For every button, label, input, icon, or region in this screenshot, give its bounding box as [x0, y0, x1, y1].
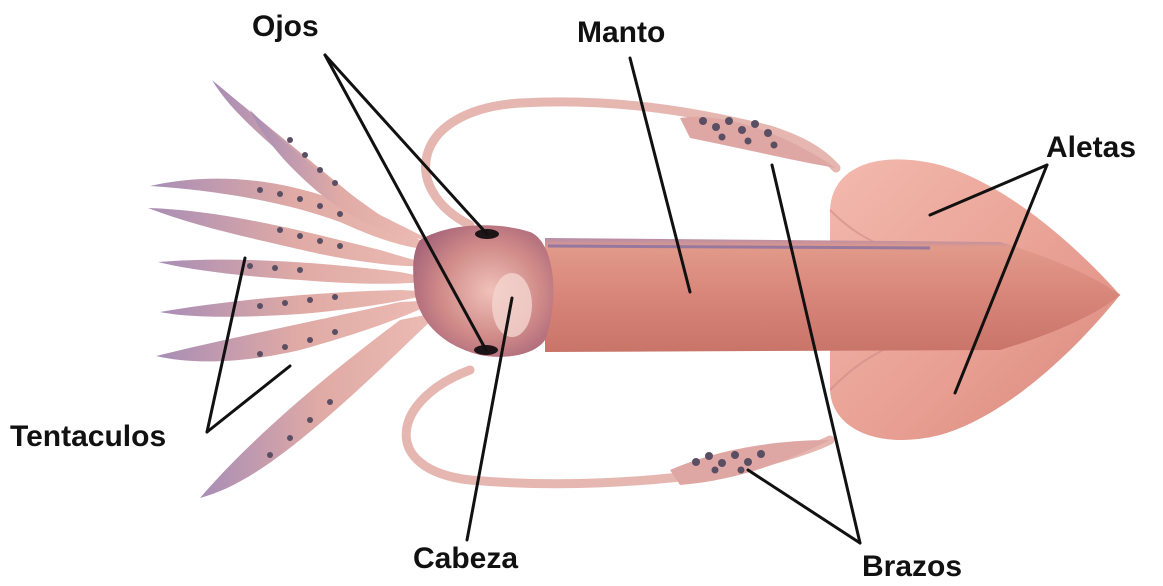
label-brazos: Brazos	[862, 552, 962, 582]
brazos-leader-lower	[748, 470, 860, 543]
label-aletas: Aletas	[1046, 133, 1136, 163]
mantle	[545, 238, 1120, 352]
label-ojos: Ojos	[252, 12, 319, 42]
label-cabeza: Cabeza	[413, 544, 518, 574]
label-manto: Manto	[577, 18, 665, 48]
arms	[148, 80, 440, 498]
head	[413, 225, 553, 357]
label-tentaculos: Tentaculos	[10, 422, 166, 452]
